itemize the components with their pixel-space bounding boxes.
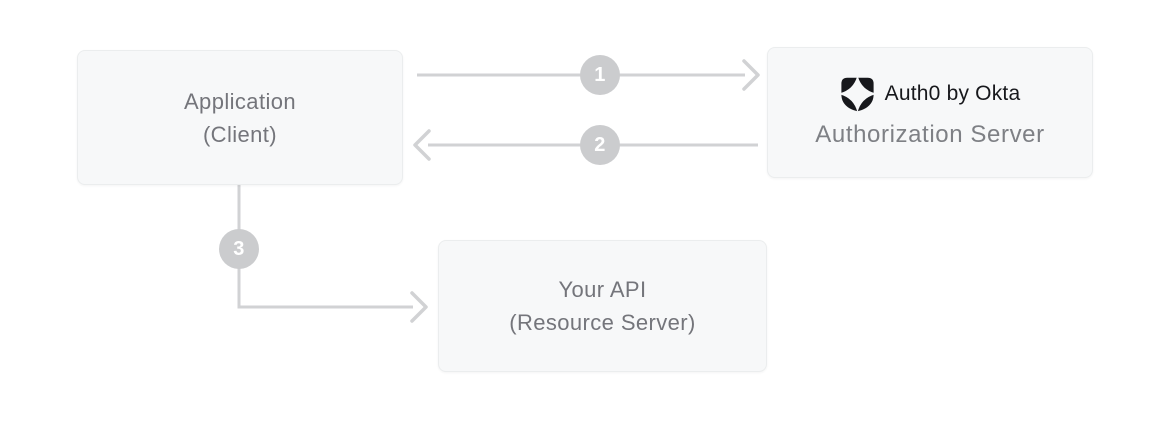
step-3-badge: 3 bbox=[219, 229, 259, 269]
application-node-subtitle: (Client) bbox=[202, 121, 278, 147]
api-node-subtitle: (Resource Server) bbox=[509, 310, 696, 335]
application-client-node: Application (Client) bbox=[77, 50, 403, 185]
arrow-3-right-arrowhead-icon bbox=[410, 291, 428, 323]
step-2-badge: 2 bbox=[580, 125, 620, 165]
step-1-badge: 1 bbox=[580, 55, 620, 95]
auth0-brand-text: Auth0 by Okta bbox=[884, 82, 1021, 105]
arrow-3-elbow-line bbox=[237, 185, 413, 309]
api-resource-server-node: Your API (Resource Server) bbox=[438, 240, 767, 372]
authorization-server-node: Auth0 by Okta Authorization Server bbox=[767, 47, 1093, 178]
api-node-title: Your API bbox=[558, 277, 647, 302]
auth0-shield-star-cutout bbox=[839, 76, 875, 112]
arrow-1-right-arrowhead-icon bbox=[742, 59, 760, 91]
authorization-server-label: Authorization Server bbox=[815, 120, 1045, 148]
auth0-brand-row: Auth0 by Okta bbox=[839, 76, 1021, 112]
application-node-title: Application bbox=[183, 88, 297, 114]
auth0-shield-icon bbox=[839, 76, 875, 112]
arrow-2-left-arrowhead-icon bbox=[413, 129, 431, 161]
